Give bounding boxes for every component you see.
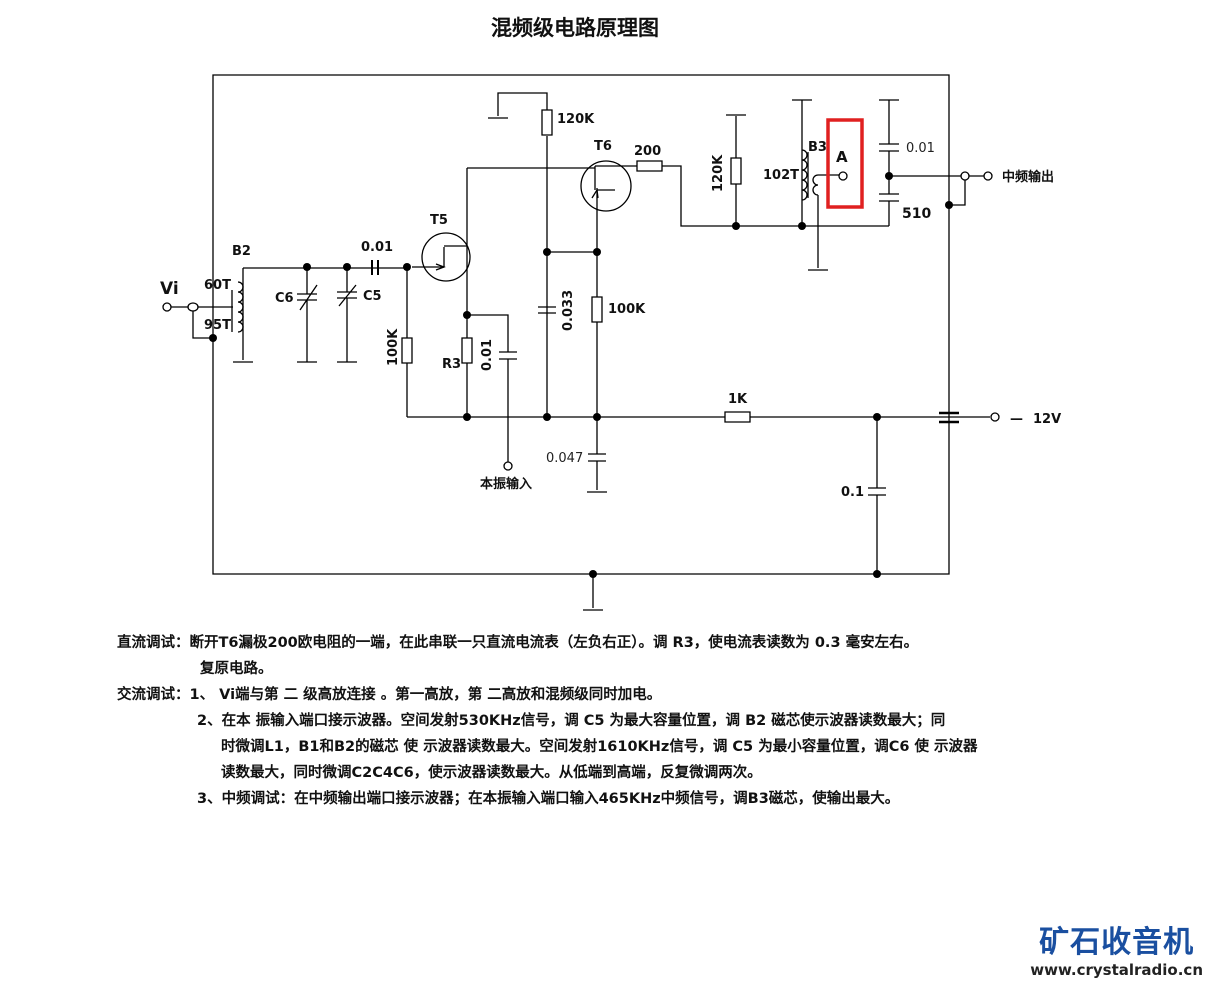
input-section	[162, 267, 408, 363]
label-cap-001b: 0.01	[480, 339, 495, 371]
ac-step-2b: 时微调L1，B1和B2的磁芯 使 示波器读数最大。空间发射1610KHz信号，调…	[221, 739, 978, 755]
label-t5: T5	[430, 213, 448, 228]
highlight-box-a	[826, 118, 864, 209]
dc-label: 直流调试：	[117, 635, 190, 651]
label-1k: 1K	[728, 392, 748, 407]
label-point-a: A	[836, 148, 848, 166]
tuning-section	[297, 260, 413, 417]
supply-section	[407, 411, 1000, 578]
dc-line-1: 断开T6漏极200欧电阻的一端，在此串联一只直流电流表（左负右正）。调 R3，使…	[189, 635, 919, 651]
label-dash: —	[1010, 412, 1023, 427]
label-12v: 12V	[1033, 412, 1061, 427]
label-c5: C5	[363, 289, 382, 304]
label-100k-a: 100K	[386, 328, 401, 366]
tuning-notes: 直流调试：断开T6漏极200欧电阻的一端，在此串联一只直流电流表（左负右正）。调…	[117, 630, 978, 812]
logo-text: 矿石收音机	[1039, 925, 1195, 960]
label-osc-in: 本振输入	[480, 476, 532, 492]
label-cap-01: 0.1	[841, 485, 864, 500]
label-c6: C6	[275, 291, 294, 306]
label-cap-0033: 0.033	[561, 290, 576, 331]
label-r3: R3	[442, 357, 461, 372]
label-t6: T6	[594, 139, 612, 154]
ac-step-1: 1、 Vi端与第 二 级高放连接 。第一高放，第 二高放和混频级同时加电。	[189, 687, 662, 703]
label-b2: B2	[232, 244, 251, 259]
label-cap-001c: 0.01	[906, 141, 935, 156]
logo-url: www.crystalradio.cn	[1030, 961, 1203, 979]
label-200: 200	[634, 144, 661, 159]
frame-wires	[212, 74, 950, 611]
diagram-title: 混频级电路原理图	[491, 16, 659, 40]
label-100k-b: 100K	[608, 302, 646, 317]
label-vi: Vi	[160, 279, 179, 299]
component-labels: Vi B2 60T 95T C6 C5 0.01 T5 100K R3 0.01…	[160, 112, 1061, 500]
dc-line-2: 复原电路。	[200, 661, 273, 677]
ac-label: 交流调试：	[117, 687, 190, 703]
label-120k-b: 120K	[711, 154, 726, 192]
t6-stage	[467, 92, 993, 417]
t5-stage	[412, 168, 517, 471]
label-95t: 95T	[204, 318, 231, 333]
label-b3: B3	[808, 140, 827, 155]
label-102t: 102T	[763, 168, 799, 183]
ac-step-3: 3、中频调试：在中频输出端口接示波器；在本振输入端口输入465KHz中频信号，调…	[197, 791, 900, 807]
site-logo: 矿石收音机 www.crystalradio.cn	[1030, 925, 1203, 979]
label-60t: 60T	[204, 278, 231, 293]
ac-step-2a: 2、在本 振输入端口接示波器。空间发射530KHz信号，调 C5 为最大容量位置…	[197, 713, 946, 729]
label-cap-0047: 0.047	[546, 451, 583, 466]
ac-step-2c: 读数最大，同时微调C2C4C6，使示波器读数最大。从低端到高端，反复微调两次。	[221, 765, 762, 781]
label-120k-a: 120K	[557, 112, 595, 127]
label-if-out: 中频输出	[1002, 169, 1054, 185]
label-cap-001a: 0.01	[361, 240, 393, 255]
label-510: 510	[902, 206, 931, 222]
